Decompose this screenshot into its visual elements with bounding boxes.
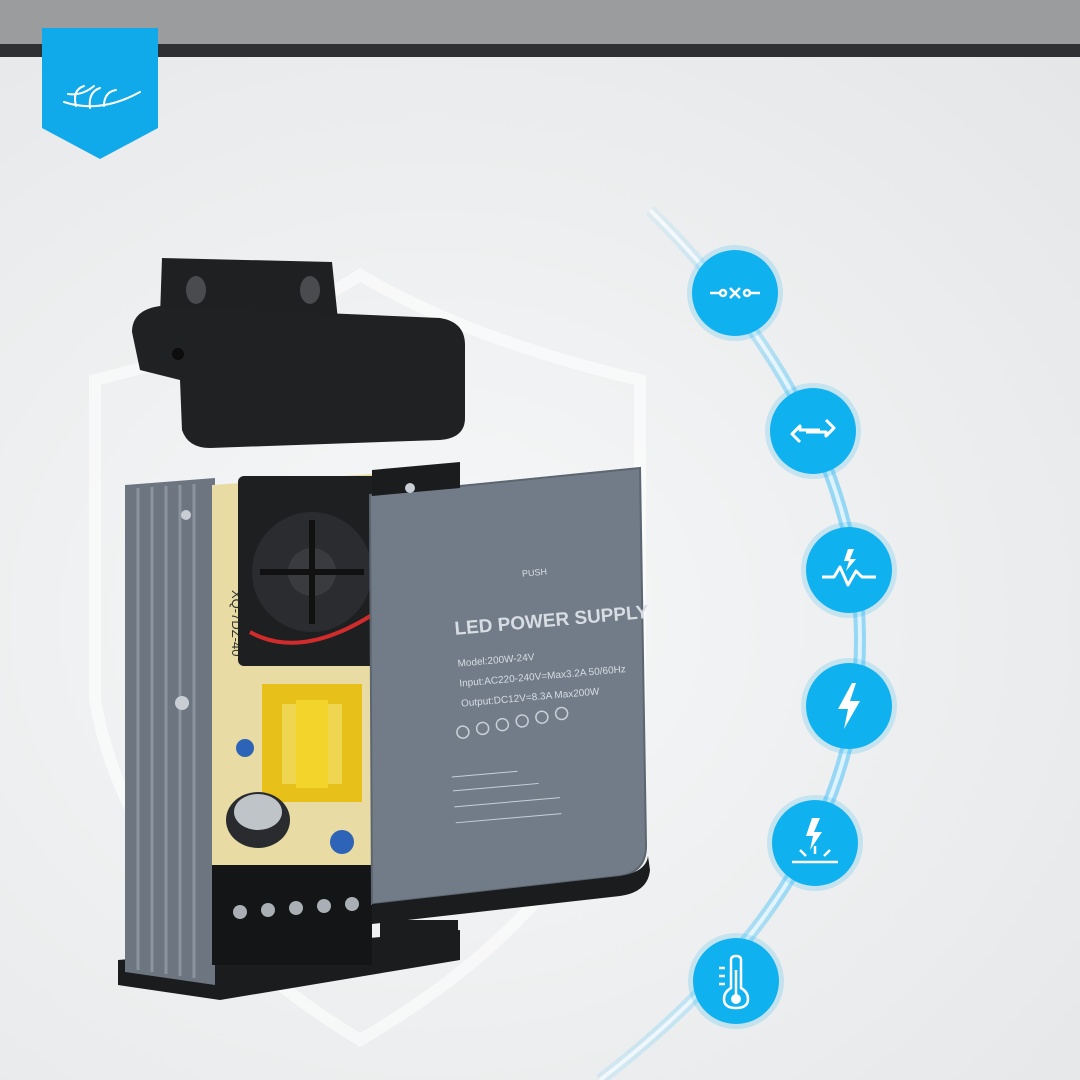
top-bar [0,0,1080,44]
push-label: PUSH [522,567,548,579]
brand-badge [42,28,158,159]
top-divider [0,44,1080,57]
arrows-icon [790,418,836,444]
surge-icon [822,549,876,587]
switch-icon [710,287,760,299]
feature-surge [806,527,892,613]
feature-thermometer [693,938,779,1024]
feature-arrows [770,388,856,474]
feature-short-circuit [772,800,858,886]
feature-switch [692,250,778,336]
thermometer-icon [719,954,750,1010]
leaf-logo-icon [63,85,141,109]
short-circuit-icon [792,818,838,864]
lightning-icon [838,683,860,729]
feature-lightning [806,663,892,749]
